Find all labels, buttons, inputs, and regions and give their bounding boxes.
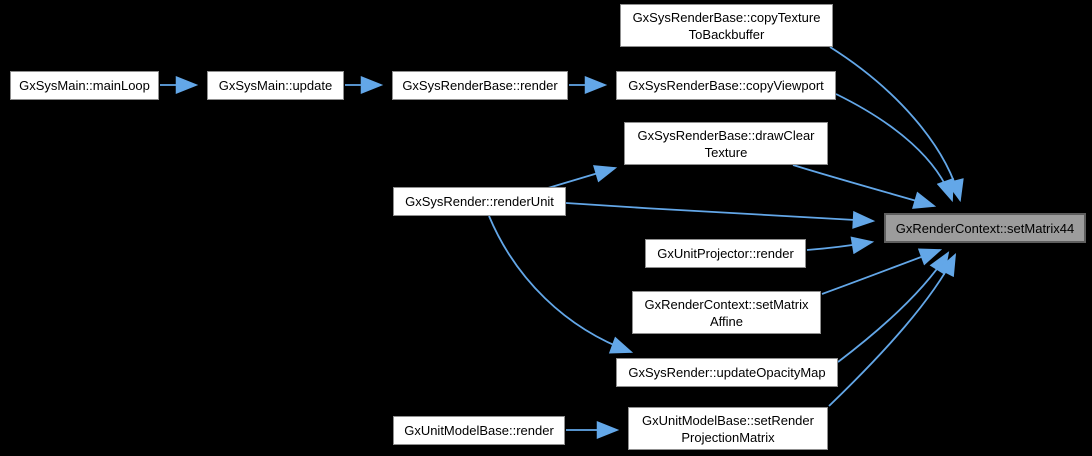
node-gxsysrender-renderunit[interactable]: GxSysRender::renderUnit — [393, 187, 566, 216]
node-gxunitmodelbase-render[interactable]: GxUnitModelBase::render — [393, 416, 565, 445]
edge-copyviewport-setmatrix44 — [835, 93, 954, 203]
edge-renderunit-drawclear — [547, 165, 618, 189]
node-gxrendercontext-setmatrixaffine[interactable]: GxRenderContext::setMatrix Affine — [632, 291, 821, 334]
edge-drawclear-setmatrix44 — [792, 164, 937, 209]
node-gxsysrenderbase-copyviewport[interactable]: GxSysRenderBase::copyViewport — [616, 71, 836, 100]
node-gxsysrenderbase-copytexturetobackbuffer[interactable]: GxSysRenderBase::copyTexture ToBackbuffe… — [620, 4, 833, 47]
edge-setrenderprojection-setmatrix44 — [828, 252, 957, 407]
node-gxsysrenderbase-render[interactable]: GxSysRenderBase::render — [392, 71, 568, 100]
node-gxsysmain-update[interactable]: GxSysMain::update — [207, 71, 344, 100]
edge-renderunit-updateopacity — [488, 215, 634, 354]
node-gxunitprojector-render[interactable]: GxUnitProjector::render — [645, 239, 806, 268]
edge-renderunit-setmatrix44 — [565, 202, 876, 229]
node-gxrendercontext-setmatrix44-highlighted[interactable]: GxRenderContext::setMatrix44 — [884, 213, 1086, 243]
node-gxunitmodelbase-setrenderprojectionmatrix[interactable]: GxUnitModelBase::setRender ProjectionMat… — [628, 407, 828, 450]
edge-projector-setmatrix44 — [806, 236, 875, 255]
node-gxsysrender-updateopacitymap[interactable]: GxSysRender::updateOpacityMap — [616, 358, 838, 387]
node-gxsysmain-mainloop[interactable]: GxSysMain::mainLoop — [10, 71, 159, 100]
edge-updateopacity-setmatrix44 — [837, 251, 950, 363]
edge-setmatrixaffine-setmatrix44 — [821, 248, 943, 295]
node-gxsysrenderbase-drawcleartexture[interactable]: GxSysRenderBase::drawClear Texture — [624, 122, 828, 165]
